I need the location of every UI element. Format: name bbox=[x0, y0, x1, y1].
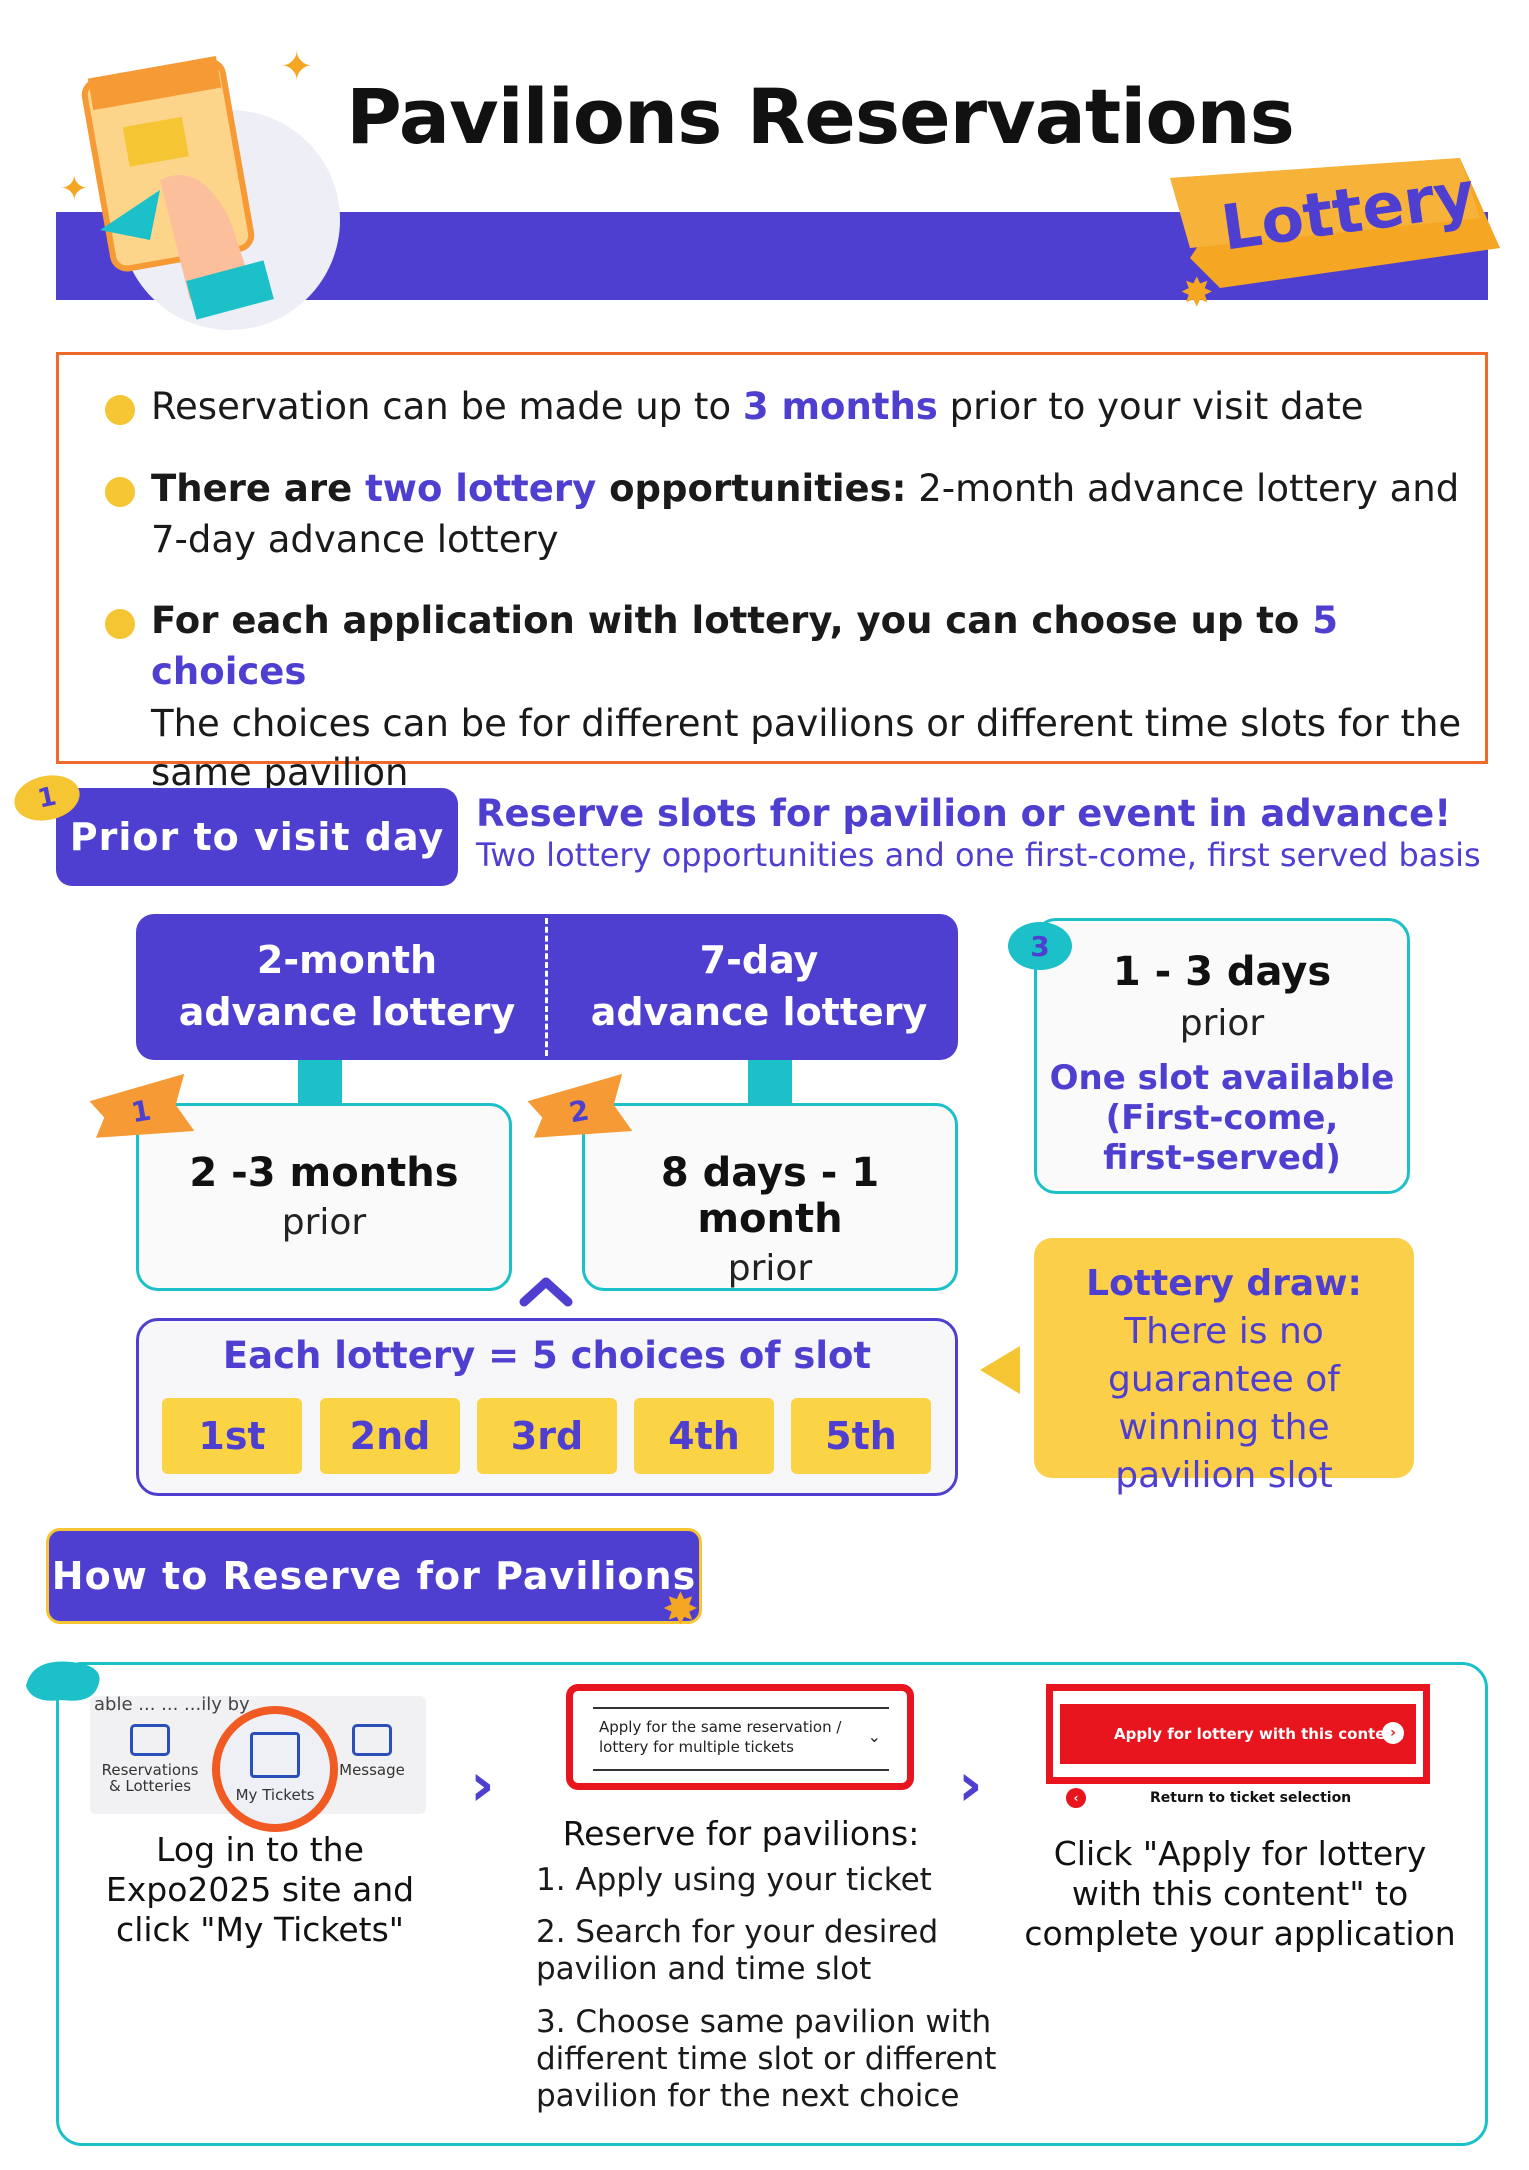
two-month-lottery-label: 2-month advance lottery bbox=[144, 934, 550, 1038]
bullet-dot-icon bbox=[105, 609, 135, 639]
first-come-line: One slot available bbox=[1049, 1058, 1395, 1098]
pointer-triangle-icon bbox=[980, 1346, 1020, 1394]
circle-number-badge: 3 bbox=[1008, 922, 1072, 970]
rule-subtext: 2-month advance lottery and 7-day advanc… bbox=[151, 467, 1460, 561]
highlight-frame bbox=[1046, 1684, 1430, 1784]
button-label: Apply for lottery with this content bbox=[1114, 1725, 1404, 1743]
period-main-text: 8 days - 1 month bbox=[660, 1150, 880, 1242]
bullet-dot-icon bbox=[105, 477, 135, 507]
step-3-caption: Click "Apply for lottery with this conte… bbox=[1024, 1834, 1456, 1953]
step-2-item: 1. Apply using your ticket bbox=[536, 1862, 932, 1898]
rule-text: Reservation can be made up to bbox=[151, 385, 743, 428]
message-tab[interactable]: Message bbox=[322, 1724, 422, 1778]
apply-for-lottery-button[interactable]: Apply for lottery with this content › bbox=[1060, 1704, 1416, 1764]
teal-blob-decoration bbox=[26, 1661, 100, 1701]
rule-item: There are two lottery opportunities: 2-m… bbox=[105, 463, 1491, 565]
rule-highlight: 3 months bbox=[742, 385, 938, 428]
rule-text: For each application with lottery, you c… bbox=[151, 599, 1313, 642]
rules-box: Reservation can be made up to 3 months p… bbox=[56, 352, 1491, 794]
seven-day-lottery-label: 7-day advance lottery bbox=[556, 934, 962, 1038]
connector-bar bbox=[748, 1060, 792, 1104]
lottery-label-line: 2-month bbox=[256, 938, 438, 982]
svg-text:✦: ✦ bbox=[280, 44, 314, 90]
chevron-left-icon: ‹ bbox=[1066, 1788, 1086, 1808]
return-to-ticket-selection-link[interactable]: ‹ Return to ticket selection bbox=[1056, 1788, 1426, 1808]
chevron-down-icon: ⌄ bbox=[867, 1727, 881, 1746]
lottery-label-line: advance lottery bbox=[590, 990, 928, 1034]
choice-slot: 5th bbox=[791, 1398, 931, 1474]
draw-note-text: There is no guarantee of winning the pav… bbox=[1108, 1311, 1340, 1496]
lottery-divider bbox=[545, 918, 548, 1056]
rule-subtext: The choices can be for different pavilio… bbox=[151, 702, 1462, 794]
period-prior-text: prior bbox=[281, 1202, 367, 1243]
rule-item: Reservation can be made up to 3 months p… bbox=[105, 381, 1491, 432]
rule-text: opportunities: bbox=[596, 467, 907, 510]
connector-bar bbox=[298, 1060, 342, 1104]
period-main-text: 1 - 3 days bbox=[1112, 949, 1332, 995]
tab-label: Reservations & Lotteries bbox=[101, 1761, 199, 1795]
first-come-line: (First-come, bbox=[1105, 1098, 1339, 1138]
calendar-clock-icon bbox=[130, 1724, 170, 1756]
prior-headline: Reserve slots for pavilion or event in a… bbox=[476, 792, 1452, 835]
rule-text: There are bbox=[151, 467, 366, 510]
chevron-right-icon: › bbox=[470, 1750, 495, 1820]
step-1-caption: Log in to the Expo2025 site and click "M… bbox=[105, 1830, 415, 1949]
period-box-two-to-three-months: 2 -3 months prior bbox=[136, 1103, 512, 1291]
clipboard-icon bbox=[250, 1732, 300, 1778]
dropdown-text: lottery for multiple tickets bbox=[599, 1738, 794, 1756]
step-2-item: 3. Choose same pavilion with different t… bbox=[536, 2004, 997, 2114]
rule-highlight: 5 choices bbox=[151, 599, 1338, 693]
my-tickets-tab[interactable]: My Tickets bbox=[212, 1706, 338, 1832]
first-come-line: first-served) bbox=[1103, 1138, 1341, 1178]
step-2-item: 2. Search for your desired pavilion and … bbox=[536, 1914, 939, 1987]
chevron-right-icon: › bbox=[1382, 1722, 1404, 1744]
envelope-icon bbox=[352, 1724, 392, 1756]
step-2-title: Reserve for pavilions: bbox=[562, 1814, 920, 1853]
lottery-ribbon: ✸ bbox=[1170, 158, 1500, 308]
reservations-lotteries-tab[interactable]: Reservations & Lotteries bbox=[100, 1724, 200, 1794]
bullet-dot-icon bbox=[105, 395, 135, 425]
dropdown-screenshot: Apply for the same reservation / lottery… bbox=[566, 1684, 914, 1790]
partial-text: able ... ... ...ily by bbox=[94, 1696, 250, 1715]
prior-to-visit-day-pill: Prior to visit day bbox=[56, 788, 458, 886]
choice-slot: 4th bbox=[634, 1398, 774, 1474]
period-box-eight-days-to-one-month: 8 days - 1 month prior bbox=[582, 1103, 958, 1291]
lottery-label-line: advance lottery bbox=[178, 990, 516, 1034]
rule-highlight: two lottery bbox=[365, 467, 597, 510]
page-title: Pavilions Reservations bbox=[346, 72, 1295, 161]
prior-subline: Two lottery opportunities and one first-… bbox=[476, 836, 1481, 874]
choices-title: Each lottery = 5 choices of slot bbox=[222, 1334, 872, 1377]
link-label: Return to ticket selection bbox=[1150, 1790, 1352, 1806]
first-come-note: One slot available (First-come, first-se… bbox=[1037, 1058, 1407, 1178]
svg-text:✦: ✦ bbox=[60, 169, 89, 209]
choice-slot: 2nd bbox=[320, 1398, 460, 1474]
lottery-label-line: 7-day bbox=[699, 938, 819, 982]
tab-label: Message bbox=[339, 1761, 405, 1779]
svg-text:✸: ✸ bbox=[1180, 270, 1214, 308]
how-to-reserve-pill: How to Reserve for Pavilions bbox=[46, 1528, 702, 1624]
hand-tapping-phone-illustration: ✦ ✦ bbox=[60, 44, 340, 330]
chevron-up-icon bbox=[519, 1277, 573, 1307]
tab-label: My Tickets bbox=[235, 1786, 315, 1804]
period-box-one-to-three-days: 1 - 3 days prior One slot available (Fir… bbox=[1034, 918, 1410, 1194]
rule-text: prior to your visit date bbox=[937, 385, 1364, 428]
lottery-draw-note: Lottery draw: There is no guarantee of w… bbox=[1034, 1238, 1414, 1496]
chevron-right-icon: › bbox=[958, 1750, 983, 1820]
period-prior-text: prior bbox=[1179, 1003, 1265, 1044]
choice-slot: 3rd bbox=[477, 1398, 617, 1474]
dropdown-text: Apply for the same reservation / bbox=[599, 1718, 842, 1736]
apply-lottery-screenshot: Apply for lottery with this content › ‹ … bbox=[1046, 1684, 1430, 1820]
draw-note-bold: Lottery draw: bbox=[1086, 1263, 1362, 1304]
period-prior-text: prior bbox=[727, 1248, 813, 1289]
sparkle-icon: ✸ bbox=[662, 1584, 699, 1635]
rule-item: For each application with lottery, you c… bbox=[105, 595, 1491, 797]
period-main-text: 2 -3 months bbox=[189, 1150, 459, 1196]
choice-slot: 1st bbox=[162, 1398, 302, 1474]
same-reservation-dropdown[interactable]: Apply for the same reservation / lottery… bbox=[593, 1707, 889, 1771]
